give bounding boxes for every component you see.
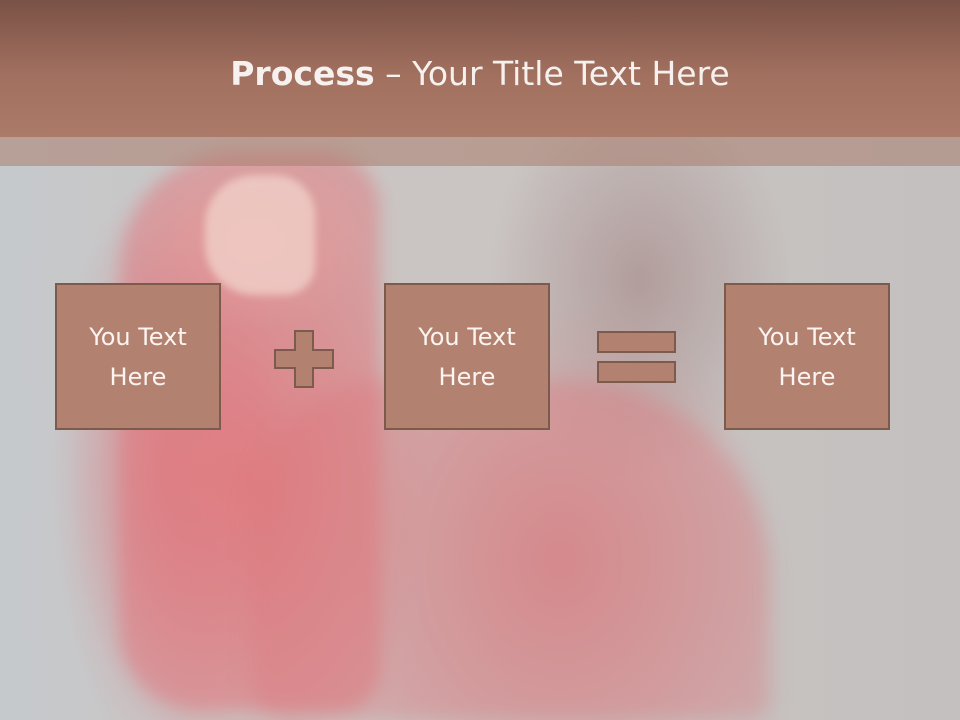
title-bold: Process bbox=[230, 54, 375, 93]
process-box-3-text: You Text Here bbox=[758, 322, 856, 391]
process-box-2-text: You Text Here bbox=[418, 322, 516, 391]
process-box-1[interactable]: You Text Here bbox=[55, 283, 221, 430]
title-rest: – Your Title Text Here bbox=[374, 54, 730, 93]
plus-icon[interactable] bbox=[273, 329, 335, 389]
equals-icon[interactable] bbox=[597, 330, 677, 384]
background-figure-hand bbox=[205, 175, 315, 295]
process-box-2[interactable]: You Text Here bbox=[384, 283, 550, 430]
background-figure-arm bbox=[250, 380, 770, 720]
slide-title[interactable]: Process – Your Title Text Here bbox=[0, 52, 960, 96]
process-box-1-text: You Text Here bbox=[89, 322, 187, 391]
title-underband bbox=[0, 137, 960, 166]
title-bar: Process – Your Title Text Here bbox=[0, 0, 960, 137]
process-box-3[interactable]: You Text Here bbox=[724, 283, 890, 430]
